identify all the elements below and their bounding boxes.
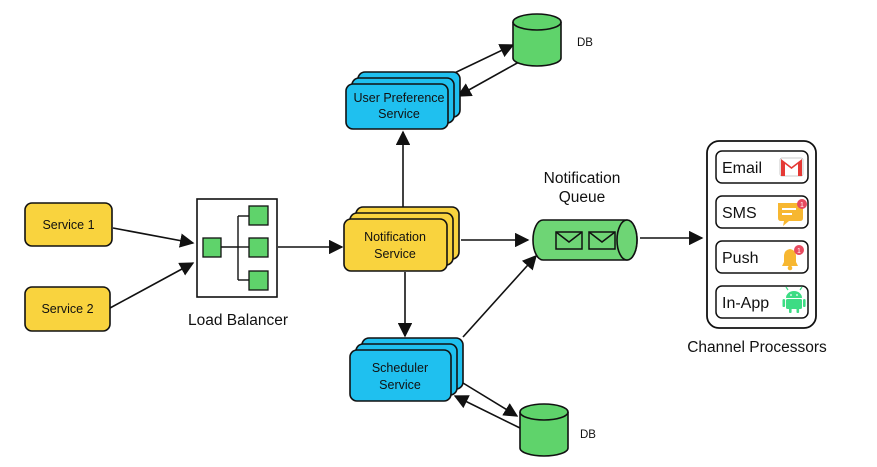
gmail-icon	[779, 157, 804, 177]
notification-service-label-line2: Service	[374, 247, 416, 261]
channel-sms-label: SMS	[722, 205, 757, 222]
channel-in-app-label: In-App	[722, 295, 769, 312]
lb-output-node-3	[248, 270, 269, 291]
database-bottom: DB	[519, 403, 596, 457]
push-badge: 1	[797, 248, 801, 255]
notification-service: Notification Service	[343, 206, 460, 272]
envelope-icon	[588, 231, 616, 250]
arrow-service2-to-lb	[109, 262, 195, 309]
arrow-userpref-to-db	[445, 44, 515, 78]
load-balancer: Load Balancer	[188, 198, 288, 329]
load-balancer-label: Load Balancer	[188, 312, 288, 329]
channel-email: Email	[715, 150, 809, 184]
channel-push: Push 1	[715, 240, 809, 274]
database-top: DB	[512, 13, 593, 67]
channel-push-label: Push	[722, 250, 758, 267]
database-bottom-label: DB	[580, 429, 596, 441]
channel-processors-label: Channel Processors	[687, 339, 827, 356]
queue-label-line1: Notification	[544, 170, 621, 187]
sms-badge: 1	[800, 202, 804, 209]
sms-chat-icon: 1	[778, 199, 807, 226]
user-preference-label-line2: Service	[378, 107, 420, 121]
scheduler-service-label-line2: Service	[379, 378, 421, 392]
arrow-db-to-scheduler	[453, 395, 521, 429]
channel-in-app: In-App	[715, 285, 809, 319]
service-1: Service 1	[24, 202, 113, 247]
service-1-label: Service 1	[42, 218, 94, 232]
lb-input-node	[202, 237, 222, 258]
service-2: Service 2	[24, 286, 111, 332]
user-preference-label-line1: User Preference	[353, 91, 444, 105]
connectors	[109, 44, 704, 429]
android-icon	[782, 286, 806, 313]
lb-output-node-2	[248, 237, 269, 258]
envelope-icon	[555, 231, 583, 250]
notification-service-label-line1: Notification	[364, 230, 426, 244]
arrow-service1-to-lb	[112, 227, 195, 248]
queue-label-line2: Queue	[559, 189, 606, 206]
channel-email-label: Email	[722, 160, 762, 177]
arrow-scheduler-to-queue	[462, 254, 537, 338]
service-2-label: Service 2	[41, 302, 93, 316]
lb-output-node-1	[248, 205, 269, 226]
notification-queue: Notification Queue	[532, 170, 638, 261]
user-preference-service: User Preference Service	[345, 71, 461, 130]
bell-icon: 1	[782, 245, 804, 271]
scheduler-service: Scheduler Service	[349, 337, 464, 402]
scheduler-service-label-line1: Scheduler	[372, 361, 428, 375]
database-top-label: DB	[577, 37, 593, 49]
channel-processors: Email SMS 1 Push	[687, 140, 827, 356]
arrow-scheduler-to-db	[462, 382, 519, 417]
arrow-db-to-userpref	[456, 61, 520, 97]
channel-sms: SMS 1	[715, 195, 809, 229]
